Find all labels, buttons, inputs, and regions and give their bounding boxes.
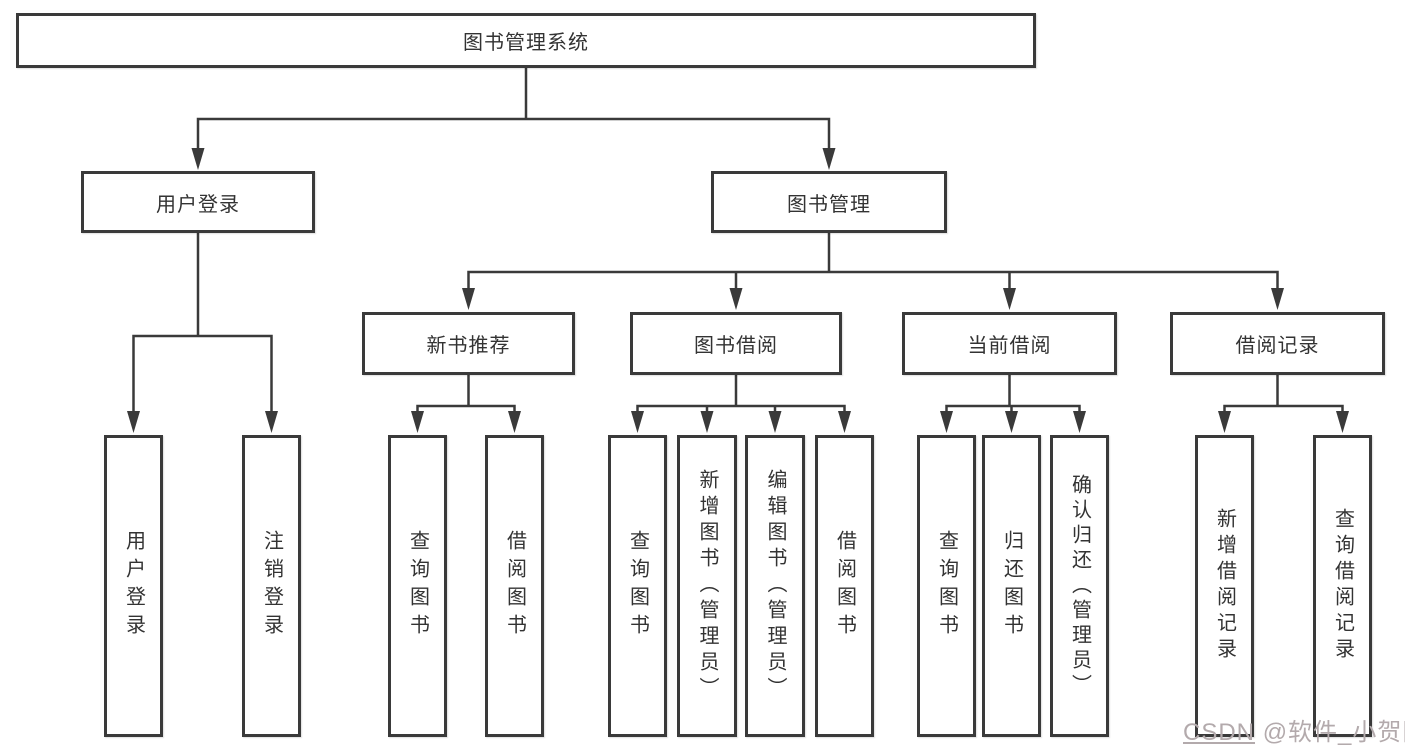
arrowheads [127,148,1349,433]
connector-bookborrow-to-leaves [636,375,846,413]
arrow-down-icon [1271,288,1284,310]
arrow-down-icon [1073,411,1086,433]
arrow-down-icon [508,411,521,433]
arrow-down-icon [768,411,782,433]
arrow-down-icon [822,148,836,170]
leaf-edit-book-admin: 编辑图书（管理员） [745,435,805,737]
leaf-borrow-books: 借阅图书 [815,435,874,737]
arrow-down-icon [1003,288,1016,310]
connector-currentborrow-to-leaves [945,375,1081,413]
leaf-logout: 注销登录 [242,435,301,737]
leaf-query-borrow-record: 查询借阅记录 [1313,435,1372,737]
leaf-confirm-return-admin: 确认归还（管理员） [1050,435,1109,737]
arrow-down-icon [1336,411,1349,433]
connector-bookmgmt-to-level2 [467,233,1279,290]
connector-userlogin-to-leaves [132,233,273,413]
node-new-book-recommend: 新书推荐 [362,312,575,375]
leaf-query-books-borrow: 查询图书 [608,435,667,737]
node-user-login: 用户登录 [81,171,315,233]
arrow-down-icon [127,411,140,433]
node-borrow-records: 借阅记录 [1170,312,1385,375]
node-book-borrow: 图书借阅 [630,312,842,375]
leaf-add-book-admin: 新增图书（管理员） [677,435,737,737]
connector-newbook-to-leaves [416,375,516,413]
arrow-down-icon [838,411,851,433]
arrow-down-icon [631,411,644,433]
leaf-borrow-books-recommend: 借阅图书 [485,435,544,737]
arrow-down-icon [1218,411,1231,433]
leaf-add-borrow-record: 新增借阅记录 [1195,435,1254,737]
connector-borrowrecord-to-leaves [1223,375,1344,413]
arrow-down-icon [700,411,714,433]
node-book-management: 图书管理 [711,171,947,233]
leaf-return-books: 归还图书 [982,435,1041,737]
arrow-down-icon [729,288,743,310]
node-current-borrow: 当前借阅 [902,312,1117,375]
watermark: CSDN @软件_小贺同学 [1183,712,1405,747]
connector-root-to-level1 [196,68,831,150]
leaf-query-books-recommend: 查询图书 [388,435,447,737]
arrow-down-icon [191,148,205,170]
leaf-user-login: 用户登录 [104,435,163,737]
arrow-down-icon [1005,411,1018,433]
arrow-down-icon [940,411,953,433]
watermark-site: CSDN [1183,719,1256,746]
arrow-down-icon [462,288,475,310]
watermark-author: @软件_小贺同学 [1262,719,1405,746]
node-root-library-system: 图书管理系统 [16,13,1036,68]
arrow-down-icon [411,411,424,433]
arrow-down-icon [265,411,278,433]
leaf-query-books-current: 查询图书 [917,435,976,737]
